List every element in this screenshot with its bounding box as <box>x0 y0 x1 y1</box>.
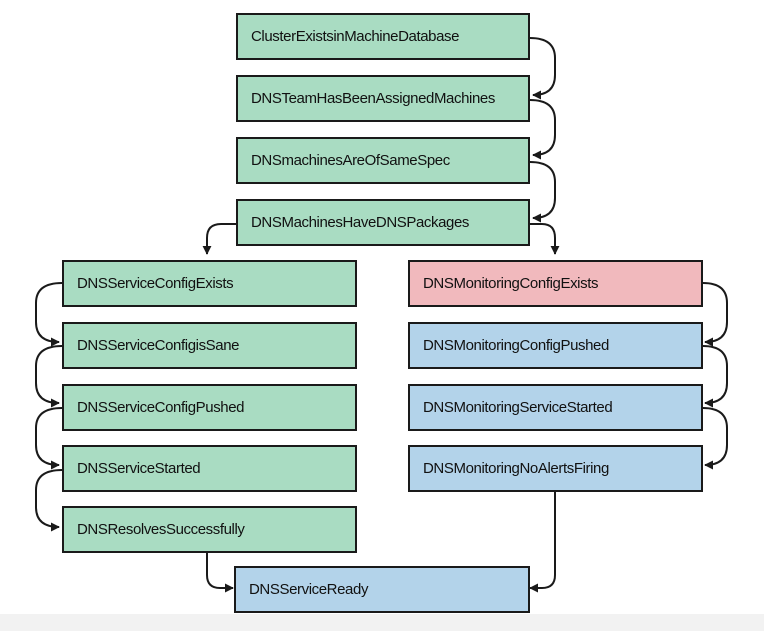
arrow-right-2-3 <box>702 345 728 408</box>
node-dns-service-started: DNSServiceStarted <box>62 445 357 492</box>
node-dns-monitoring-config-exists: DNSMonitoringConfigExists <box>408 260 703 307</box>
node-dns-monitoring-no-alerts-firing: DNSMonitoringNoAlertsFiring <box>408 445 703 492</box>
arrow-right-3-4 <box>702 407 728 470</box>
node-dns-service-ready: DNSServiceReady <box>234 566 530 613</box>
arrow-top-2-3 <box>529 99 556 160</box>
arrow-left-1-2 <box>35 282 63 347</box>
node-dns-monitoring-config-pushed: DNSMonitoringConfigPushed <box>408 322 703 369</box>
arrow-merge-left <box>206 553 234 593</box>
arrow-merge-right <box>529 491 556 593</box>
node-cluster-exists-in-machine-database: ClusterExistsinMachineDatabase <box>236 13 530 60</box>
arrow-top-3-4 <box>529 161 556 223</box>
arrow-right-1-2 <box>702 282 728 347</box>
node-dns-team-has-been-assigned-machines: DNSTeamHasBeenAssignedMachines <box>236 75 530 122</box>
node-dns-service-config-exists: DNSServiceConfigExists <box>62 260 357 307</box>
arrow-left-2-3 <box>35 345 63 408</box>
arrow-top-1-2 <box>529 37 556 100</box>
arrow-left-4-5 <box>35 469 63 532</box>
bottom-band <box>0 614 764 631</box>
node-dns-monitoring-service-started: DNSMonitoringServiceStarted <box>408 384 703 431</box>
arrow-split-right <box>530 223 560 255</box>
arrow-left-3-4 <box>35 407 63 470</box>
node-dns-service-config-is-sane: DNSServiceConfigisSane <box>62 322 357 369</box>
arrow-split-left <box>202 223 236 255</box>
node-dns-machines-have-dns-packages: DNSMachinesHaveDNSPackages <box>236 199 530 246</box>
node-dns-machines-are-of-same-spec: DNSmachinesAreOfSameSpec <box>236 137 530 184</box>
node-dns-resolves-successfully: DNSResolvesSuccessfully <box>62 506 357 553</box>
node-dns-service-config-pushed: DNSServiceConfigPushed <box>62 384 357 431</box>
